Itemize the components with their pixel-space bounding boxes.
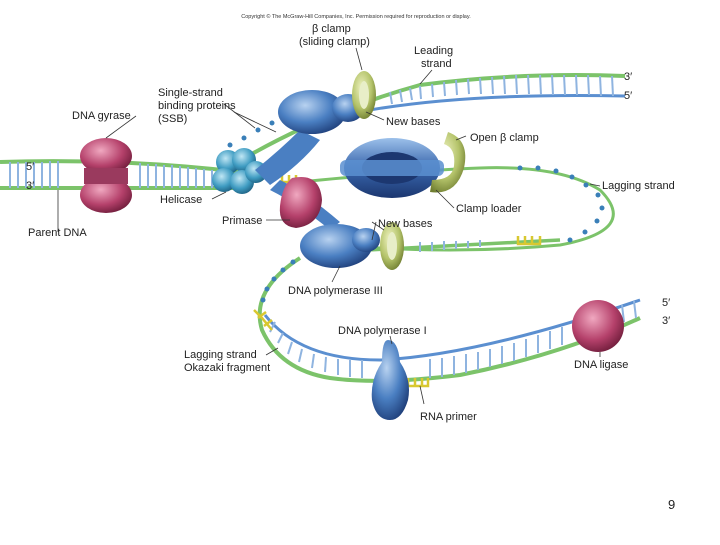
rna-primers — [253, 175, 542, 388]
label-rna-primer: RNA primer — [420, 411, 477, 423]
label-clamp-loader: Clamp loader — [456, 203, 522, 215]
label-3-prime-right: 3′ — [662, 315, 670, 327]
label-dna-gyrase: DNA gyrase — [72, 110, 131, 122]
copyright-notice: Copyright © The McGraw-Hill Companies, I… — [241, 13, 471, 20]
label-new-bases-mid: New bases — [378, 218, 433, 230]
label-sliding-clamp: (sliding clamp) — [299, 36, 370, 48]
label-3-prime-top: 3′ — [624, 71, 632, 83]
beta-clamp-bottom-shape — [380, 222, 404, 270]
clamp-loader-shape — [340, 138, 444, 198]
label-ssb-1: Single-strand — [158, 87, 223, 99]
page-number: 9 — [668, 497, 675, 512]
label-5-prime-left: 5′ — [26, 161, 34, 173]
label-ssb-3: (SSB) — [158, 113, 187, 125]
label-5-prime-top: 5′ — [624, 90, 632, 102]
label-dna-polymerase-iii: DNA polymerase III — [288, 285, 383, 297]
label-okazaki-fragment: Okazaki fragment — [184, 362, 270, 374]
dna-polymerase-iii-top-shape — [278, 90, 364, 134]
label-lagging-strand-2: Lagging strand — [184, 349, 257, 361]
label-primase: Primase — [222, 215, 262, 227]
label-lagging-strand: Lagging strand — [602, 180, 675, 192]
label-dna-polymerase-i: DNA polymerase I — [338, 325, 427, 337]
polymerase-connector — [255, 130, 320, 185]
dna-polymerase-i-shape — [371, 340, 409, 420]
label-beta-clamp: β clamp — [312, 23, 351, 35]
label-ssb-2: binding proteins — [158, 100, 236, 112]
leader-lines — [57, 47, 601, 405]
helicase-shape — [212, 148, 267, 194]
dna-gyrase-shape — [80, 138, 132, 213]
label-parent-dna: Parent DNA — [28, 227, 87, 239]
primase-shape — [279, 176, 322, 228]
labels: β clamp (sliding clamp) Leading strand 3… — [26, 23, 675, 423]
label-3-prime-left: 3′ — [26, 180, 34, 192]
label-dna-ligase: DNA ligase — [574, 359, 628, 371]
label-helicase: Helicase — [160, 194, 202, 206]
dna-ligase-shape — [572, 300, 624, 352]
label-leading: Leading — [414, 45, 453, 57]
label-open-beta-clamp: Open β clamp — [470, 132, 539, 144]
dna-polymerase-iii-bottom-shape — [300, 224, 380, 268]
base-pair-rungs — [9, 74, 637, 378]
label-5-prime-right: 5′ — [662, 297, 670, 309]
beta-clamp-top-shape — [352, 71, 376, 119]
label-new-bases-top: New bases — [386, 116, 441, 128]
open-beta-clamp-shape — [430, 132, 466, 193]
label-strand: strand — [421, 58, 452, 70]
